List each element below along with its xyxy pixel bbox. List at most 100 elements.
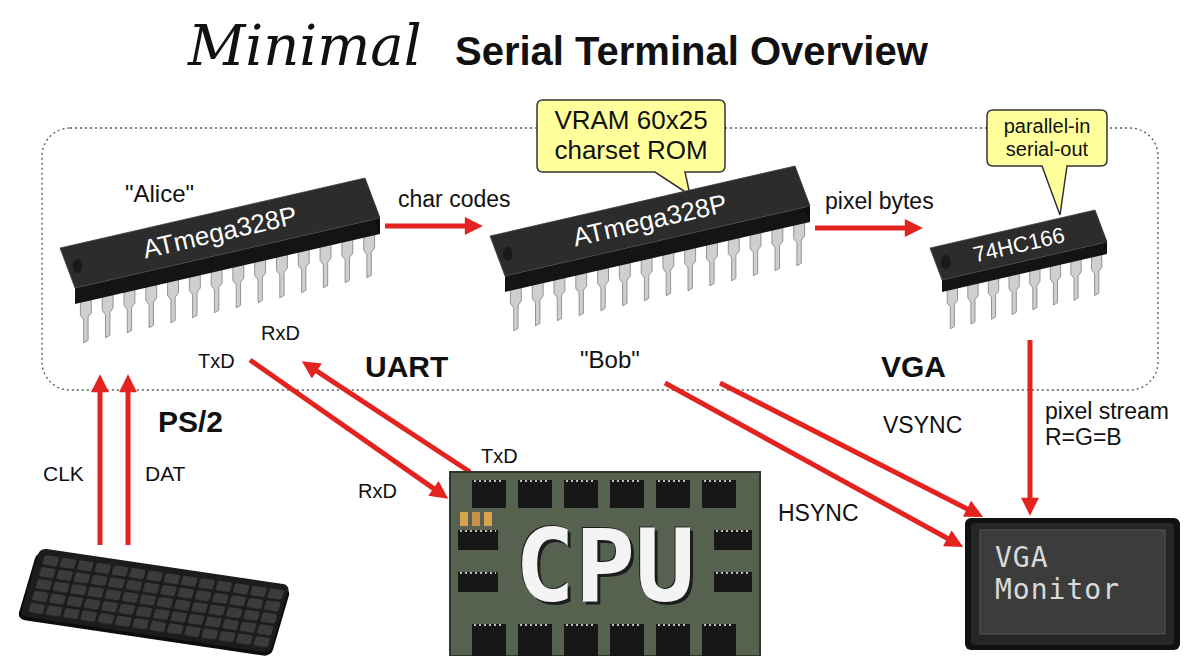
ic-notch xyxy=(503,247,513,261)
pcb-pin-row xyxy=(460,572,496,574)
keyboard-illustration xyxy=(17,548,292,656)
ic-chip: ATmega328P"Bob" xyxy=(485,148,815,383)
pcb-chip xyxy=(714,530,752,550)
pcb-chip xyxy=(656,480,690,508)
ic-pin xyxy=(510,286,521,331)
ic-chip-shape xyxy=(925,185,1115,340)
ic-pin xyxy=(298,248,309,292)
signal-label: pixel bytes xyxy=(822,188,937,214)
ic-pin xyxy=(619,261,630,306)
monitor-screen xyxy=(980,530,1165,634)
monitor-bezel xyxy=(971,523,1174,645)
ic-pin xyxy=(80,298,91,343)
ic-chip: 74HC166 xyxy=(925,185,1115,340)
pcb-chip xyxy=(714,572,752,592)
callout-box: parallel-in serial-out xyxy=(987,110,1107,166)
signal-label: HSYNC xyxy=(775,500,862,526)
pin-label: RxD xyxy=(258,322,303,345)
callout-box: VRAM 60x25 charset ROM xyxy=(537,100,725,172)
ic-pin xyxy=(277,253,288,297)
ic-pin xyxy=(1050,263,1060,305)
pcb-pin-row xyxy=(716,572,750,574)
keyboard-keys xyxy=(27,554,287,649)
pcb-resistor xyxy=(460,512,468,526)
pin-label: TxD xyxy=(478,445,521,468)
bus-name: UART xyxy=(362,350,451,385)
ic-pin xyxy=(750,231,761,275)
ic-pin xyxy=(663,251,674,295)
pcb-pin-row xyxy=(566,480,596,482)
pcb-pin-row xyxy=(704,480,734,482)
ic-pin xyxy=(685,246,696,290)
signal-name: DAT xyxy=(142,462,188,486)
signal-label: VSYNC xyxy=(880,412,965,438)
pcb-chip xyxy=(564,480,598,508)
ic-pin xyxy=(728,236,739,280)
logo-wordmark: Minimal xyxy=(185,14,425,78)
ic-pin xyxy=(794,221,805,265)
ic-body-top xyxy=(490,166,810,276)
ic-pin xyxy=(1092,253,1102,295)
pcb-chip xyxy=(458,530,498,550)
pcb-chip xyxy=(472,480,506,508)
ic-pin xyxy=(772,226,783,270)
pcb-pin-row xyxy=(520,624,550,626)
bus-name: PS/2 xyxy=(155,405,226,440)
pcb-chip xyxy=(610,480,644,508)
pcb-chip xyxy=(518,624,552,656)
ic-pin xyxy=(364,233,375,277)
pcb-pin-row xyxy=(612,624,642,626)
signal-arrow xyxy=(385,224,473,229)
pcb-pin-row xyxy=(612,480,642,482)
pcb-pin-row xyxy=(704,624,734,626)
cpu-board: CPU xyxy=(450,472,760,656)
pcb-resistor xyxy=(484,512,492,526)
screen-text: VGA Monitor xyxy=(995,542,1145,606)
pcb-pin-row xyxy=(520,480,550,482)
signal-name: CLK xyxy=(40,462,87,486)
ps2-data-arrow xyxy=(126,384,131,545)
pcb-chip xyxy=(610,624,644,656)
ic-body-top xyxy=(60,178,380,288)
ic-pin xyxy=(988,277,998,319)
ic-pin xyxy=(233,263,244,308)
ic-pin xyxy=(968,282,978,324)
pcb-pin-row xyxy=(460,530,496,532)
pcb-pin-row xyxy=(658,624,688,626)
pcb-chip xyxy=(472,624,506,656)
ic-pin xyxy=(576,271,587,316)
ps2-clock-arrow xyxy=(98,384,103,545)
ic-chip-shape xyxy=(55,160,385,360)
callout-text: parallel-in serial-out xyxy=(995,115,1099,161)
ic-pin xyxy=(211,268,222,313)
board-label: CPU xyxy=(515,517,696,617)
ic-pin xyxy=(102,293,113,338)
ic-pin xyxy=(255,258,266,303)
chip-name: "Alice" xyxy=(125,180,194,208)
keyboard-body xyxy=(20,548,290,653)
pcb-chip xyxy=(458,572,498,592)
pcb-pin-row xyxy=(716,530,750,532)
callout-text: VRAM 60x25 charset ROM xyxy=(547,106,715,166)
ic-pin xyxy=(707,241,718,285)
pcb-pin-row xyxy=(474,624,504,626)
ic-pin xyxy=(320,243,331,287)
pin-label: RxD xyxy=(355,480,400,503)
signal-arrow xyxy=(1028,340,1033,506)
ic-chip: "Alice"ATmega328P xyxy=(55,160,385,360)
ic-pin xyxy=(189,273,200,318)
ic-pin xyxy=(641,256,652,301)
signal-arrow xyxy=(815,226,913,231)
pcb-pin-row xyxy=(566,624,596,626)
ic-pin xyxy=(146,283,157,328)
ic-pin xyxy=(1009,272,1019,314)
pcb-pin-row xyxy=(474,480,504,482)
callout-outline xyxy=(537,100,725,195)
callout-outline xyxy=(987,110,1107,215)
signal-label: pixel stream R=G=B xyxy=(1042,398,1198,451)
ic-notch xyxy=(73,259,83,273)
ic-pin xyxy=(124,288,135,333)
ic-pin xyxy=(342,238,353,282)
pcb-resistor xyxy=(472,512,480,526)
